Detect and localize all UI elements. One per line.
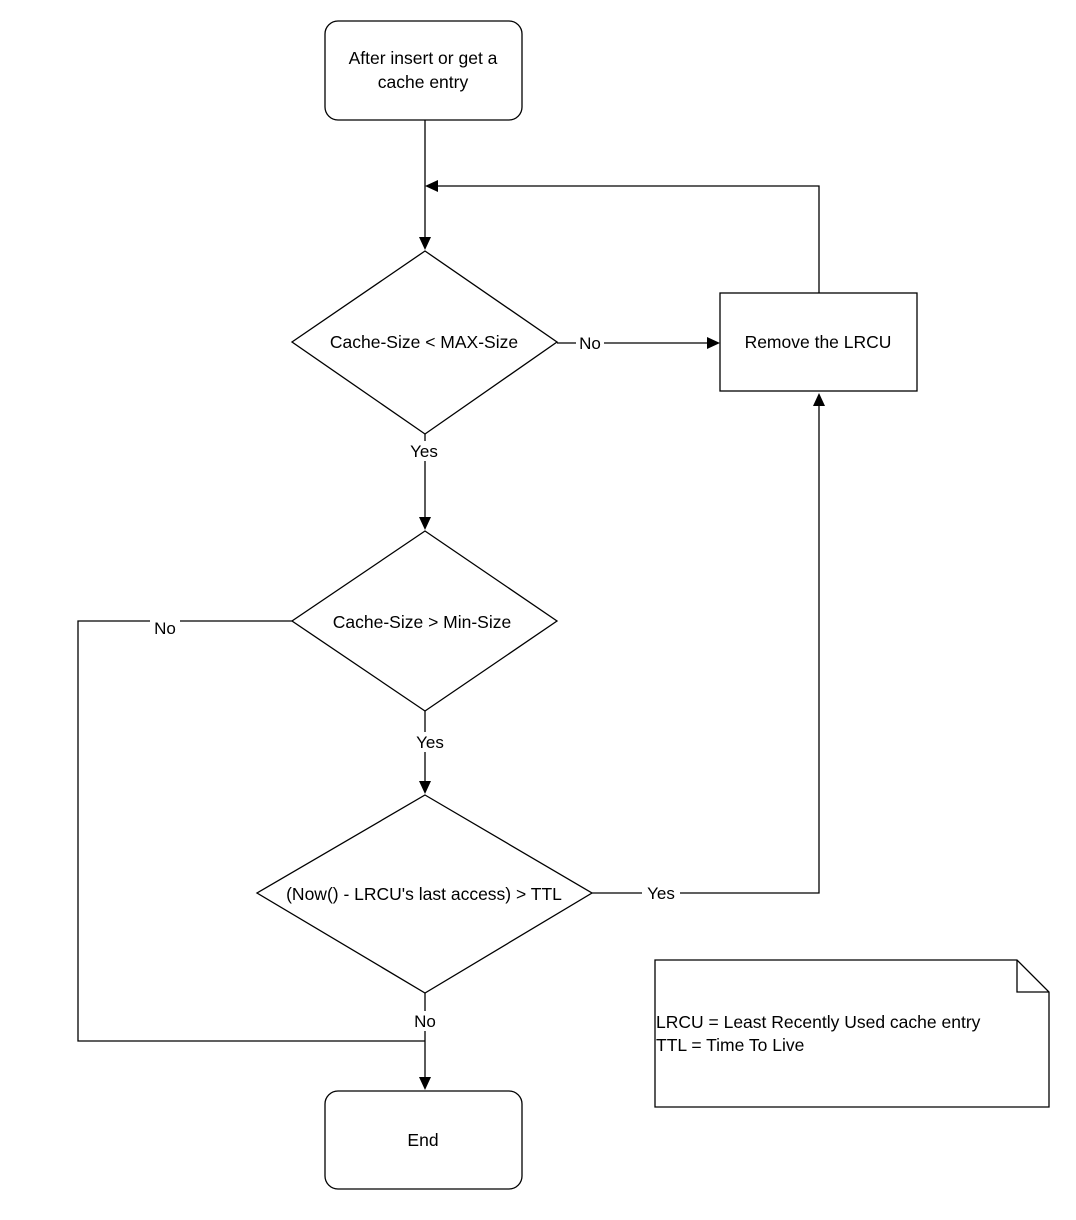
legend-line-lrcu: LRCU = Least Recently Used cache entry: [656, 1012, 981, 1032]
decision-max-size-label: Cache-Size < MAX-Size: [330, 332, 518, 352]
decision-min-size: Cache-Size > Min-Size: [290, 530, 559, 712]
remove-lrcu-label: Remove the LRCU: [745, 332, 892, 352]
start-node: After insert or get a cache entry: [324, 20, 523, 121]
edge-label-min-no: No: [154, 619, 176, 638]
arrowhead: [813, 393, 825, 406]
decision-max-size: Cache-Size < MAX-Size: [290, 250, 559, 435]
edge-label-ttl-no: No: [414, 1012, 436, 1031]
arrowhead: [419, 781, 431, 794]
decision-min-size-label: Cache-Size > Min-Size: [333, 612, 511, 632]
arrowhead: [419, 517, 431, 530]
start-node-line-2: cache entry: [378, 72, 469, 92]
arrowhead: [707, 337, 720, 349]
legend-note: LRCU = Least Recently Used cache entry T…: [654, 959, 1050, 1108]
decision-ttl-label: (Now() - LRCU's last access) > TTL: [286, 884, 562, 904]
arrowhead: [419, 237, 431, 250]
edge-min-no: [77, 620, 425, 1042]
arrowhead: [419, 1077, 431, 1090]
edge-label-ttl-yes: Yes: [647, 884, 675, 903]
edge-label-max-no: No: [579, 334, 601, 353]
end-node-label: End: [407, 1130, 438, 1150]
remove-lrcu-node: Remove the LRCU: [719, 292, 918, 392]
decision-ttl: (Now() - LRCU's last access) > TTL: [255, 794, 594, 994]
edge-ttl-yes: [592, 404, 820, 894]
arrowhead: [425, 180, 438, 192]
end-node: End: [324, 1090, 523, 1190]
edge-label-max-yes: Yes: [410, 442, 438, 461]
edge-label-min-yes: Yes: [416, 733, 444, 752]
edge-remove-loop: [436, 185, 820, 293]
start-node-line-1: After insert or get a: [349, 48, 498, 68]
legend-line-ttl: TTL = Time To Live: [656, 1035, 804, 1055]
